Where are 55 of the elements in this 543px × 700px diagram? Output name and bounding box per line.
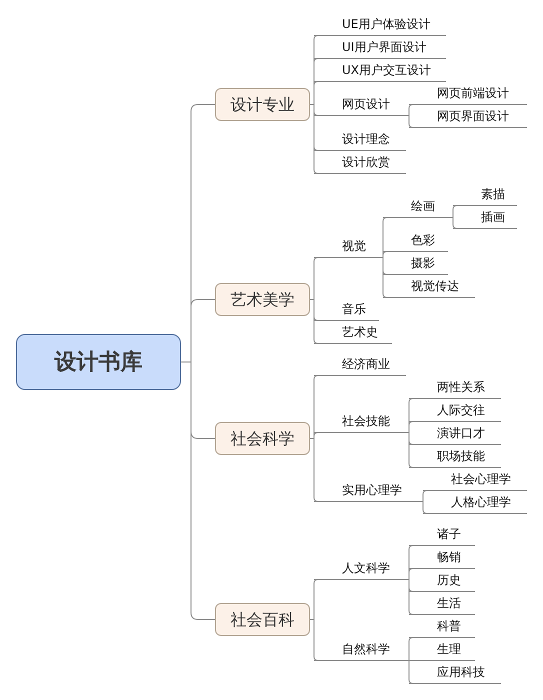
connector-line [452, 205, 458, 218]
underlined-subtopic: 插画 [453, 209, 517, 229]
underlined-subtopic: 社会技能 [314, 413, 409, 433]
underlined-subtopic: 生理 [409, 641, 475, 661]
underlined-subtopic: 艺术史 [314, 324, 392, 344]
underlined-subtopic: 网页界面设计 [409, 108, 527, 128]
underlined-subtopic: 职场技能 [409, 448, 501, 468]
underlined-subtopic: 经济商业 [314, 356, 406, 376]
main-topic-box: 艺术美学 [215, 283, 310, 316]
underlined-subtopic: 畅销 [409, 549, 475, 569]
connector-line [382, 257, 388, 298]
underlined-subtopic: 视觉传达 [383, 278, 475, 298]
main-topic-box: 社会科学 [215, 422, 310, 455]
underlined-subtopic: 音乐 [314, 301, 379, 321]
connector-line [408, 104, 414, 116]
main-topic-box: 社会百科 [215, 603, 310, 636]
underlined-subtopic: 设计欣赏 [314, 154, 406, 174]
connector-line [422, 501, 428, 514]
underlined-subtopic: 摄影 [383, 255, 448, 275]
underlined-subtopic: 素描 [453, 186, 517, 206]
underlined-subtopic: 人文科学 [314, 560, 409, 580]
underlined-subtopic: 人格心理学 [423, 494, 527, 514]
underlined-subtopic: 社会心理学 [423, 471, 527, 491]
underlined-subtopic: 视觉 [314, 238, 383, 258]
underlined-subtopic: 绘画 [383, 198, 453, 218]
underlined-subtopic: 诸子 [409, 526, 475, 546]
underlined-subtopic: 人际交往 [409, 402, 501, 422]
underlined-subtopic: 色彩 [383, 232, 448, 252]
underlined-subtopic: 网页设计 [314, 96, 409, 116]
underlined-subtopic: UI用户界面设计 [314, 39, 446, 59]
underlined-subtopic: 历史 [409, 572, 475, 592]
connector-line [408, 637, 414, 661]
connector-line [408, 579, 414, 615]
underlined-subtopic: 科普 [409, 618, 475, 638]
connector-line [422, 490, 428, 502]
connector-line [408, 432, 414, 468]
connector-line [408, 568, 414, 580]
underlined-subtopic: 应用科技 [409, 664, 501, 684]
connector-line [408, 115, 414, 128]
underlined-subtopic: 生活 [409, 595, 475, 615]
connector-line [408, 421, 414, 433]
underlined-subtopic: 两性关系 [409, 379, 501, 399]
main-topic-box: 设计专业 [215, 88, 310, 121]
connector-line [452, 217, 458, 229]
underlined-subtopic: 网页前端设计 [409, 85, 527, 105]
underlined-subtopic: 自然科学 [314, 641, 409, 661]
central-topic-box: 设计书库 [16, 334, 181, 390]
underlined-subtopic: UE用户体验设计 [314, 16, 446, 36]
connector-line [408, 660, 414, 684]
underlined-subtopic: 设计理念 [314, 131, 406, 151]
connector-line [382, 251, 388, 258]
underlined-subtopic: 实用心理学 [314, 482, 423, 502]
underlined-subtopic: 演讲口才 [409, 425, 501, 445]
underlined-subtopic: UX用户交互设计 [314, 62, 446, 82]
connector-line [180, 362, 216, 620]
